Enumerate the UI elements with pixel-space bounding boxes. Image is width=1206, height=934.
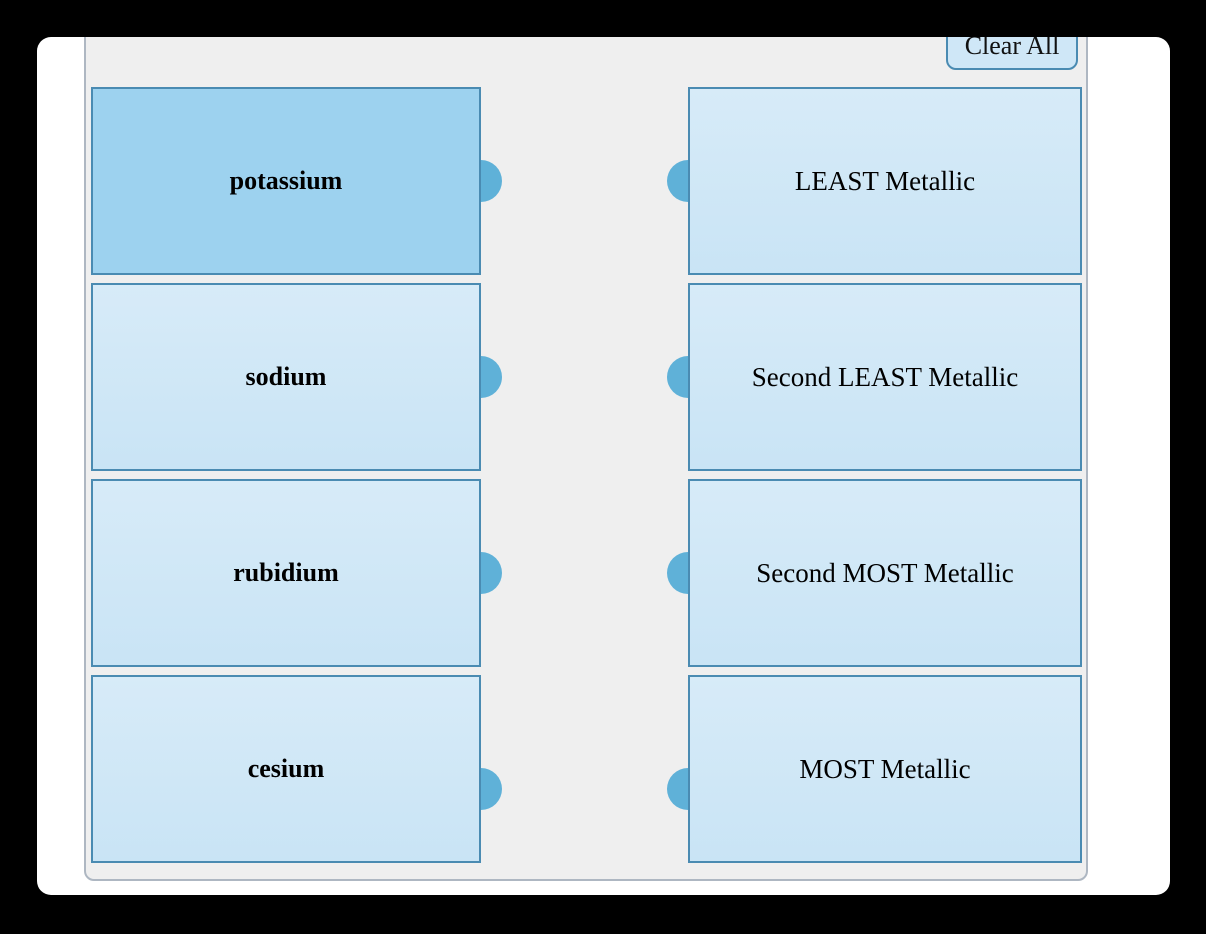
target-label: Second LEAST Metallic bbox=[751, 361, 1019, 392]
target-label: LEAST Metallic bbox=[794, 165, 976, 196]
target-connector-knob[interactable] bbox=[667, 356, 688, 398]
clear-all-button[interactable]: Clear All bbox=[946, 37, 1078, 70]
term-connector-knob[interactable] bbox=[481, 356, 502, 398]
target-connector-knob[interactable] bbox=[667, 552, 688, 594]
term-label: sodium bbox=[245, 362, 327, 391]
target-connector-knob[interactable] bbox=[667, 160, 688, 202]
term-connector-knob[interactable] bbox=[481, 768, 502, 810]
term-label: rubidium bbox=[233, 558, 339, 587]
target-label: Second MOST Metallic bbox=[756, 557, 1014, 588]
term-card-sodium[interactable]: sodium bbox=[91, 283, 481, 471]
term-label: cesium bbox=[247, 754, 325, 783]
target-card-most-metallic[interactable]: MOST Metallic bbox=[688, 675, 1082, 863]
target-card-least-metallic[interactable]: LEAST Metallic bbox=[688, 87, 1082, 275]
term-label: potassium bbox=[229, 166, 343, 195]
term-card-rubidium[interactable]: rubidium bbox=[91, 479, 481, 667]
term-card-potassium[interactable]: potassium bbox=[91, 87, 481, 275]
target-connector-knob[interactable] bbox=[667, 768, 688, 810]
term-connector-knob[interactable] bbox=[481, 552, 502, 594]
content-window: Clear All potassium sodium rubidium cesi… bbox=[37, 37, 1170, 895]
target-label: MOST Metallic bbox=[799, 753, 971, 784]
term-connector-knob[interactable] bbox=[481, 160, 502, 202]
target-card-second-most-metallic[interactable]: Second MOST Metallic bbox=[688, 479, 1082, 667]
term-card-cesium[interactable]: cesium bbox=[91, 675, 481, 863]
target-card-second-least-metallic[interactable]: Second LEAST Metallic bbox=[688, 283, 1082, 471]
